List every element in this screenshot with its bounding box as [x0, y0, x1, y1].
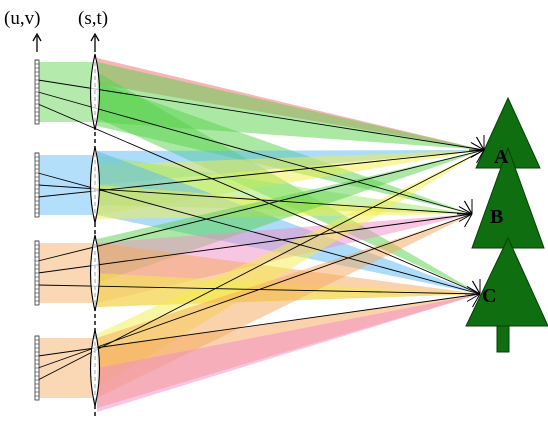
beam-16 [97, 294, 480, 412]
ray-2 [37, 103, 481, 295]
tree [465, 96, 548, 353]
scatter-arrow [458, 206, 473, 215]
scatter-arrow [464, 200, 473, 215]
point-c-label: C [482, 285, 496, 307]
scatter-arrow [464, 213, 473, 228]
beam-0 [97, 58, 484, 150]
point-b-label: B [490, 206, 503, 228]
light-beams [38, 58, 484, 412]
lens-3 [90, 329, 100, 407]
uv-plane-label: (u,v) [4, 8, 40, 29]
ray-3 [37, 149, 485, 198]
ray-0 [37, 79, 485, 151]
scatter-arrow [476, 136, 485, 151]
reflection-arrows [457, 135, 485, 308]
ray-4 [37, 184, 473, 215]
chief-rays [37, 79, 485, 381]
lens-2 [90, 234, 100, 312]
sensor-cone-3 [38, 338, 92, 398]
uv-sensor-3 [34, 335, 40, 401]
scatter-a [469, 135, 485, 164]
uv-sensor-stack [34, 59, 40, 401]
uv-sensor-2 [34, 240, 40, 306]
st-plane-label: (s,t) [78, 8, 108, 29]
uv-sensor-0 [34, 59, 40, 125]
scatter-arrow [472, 293, 481, 308]
uv-axis-arrow [32, 32, 42, 52]
scatter-arrow [466, 286, 481, 295]
scatter-c [465, 279, 481, 308]
lens-0 [90, 53, 100, 131]
sensor-cone-2 [38, 243, 92, 303]
uv-sensor-1 [34, 152, 40, 218]
scatter-arrow [470, 142, 485, 151]
beam-7 [97, 151, 480, 294]
scatter-arrow [470, 149, 485, 158]
ray-7 [37, 213, 473, 274]
sensor-cone-1 [38, 155, 92, 215]
tree-bottom-tier [465, 236, 548, 327]
ray-5 [37, 172, 481, 295]
lens-stack [90, 53, 100, 407]
scatter-arrow [476, 149, 485, 164]
beam-3 [97, 72, 480, 294]
lens-1 [90, 146, 100, 224]
ray-10 [37, 213, 473, 369]
scatter-arrow [458, 213, 473, 222]
point-a-label: A [494, 146, 509, 168]
scatter-arrow [472, 280, 481, 295]
st-axis-arrow [90, 32, 100, 52]
scatter-b [457, 199, 473, 228]
sensor-cone-0 [38, 62, 92, 122]
scatter-arrow [466, 293, 481, 302]
ray-6 [37, 149, 485, 262]
ray-11 [37, 293, 481, 357]
